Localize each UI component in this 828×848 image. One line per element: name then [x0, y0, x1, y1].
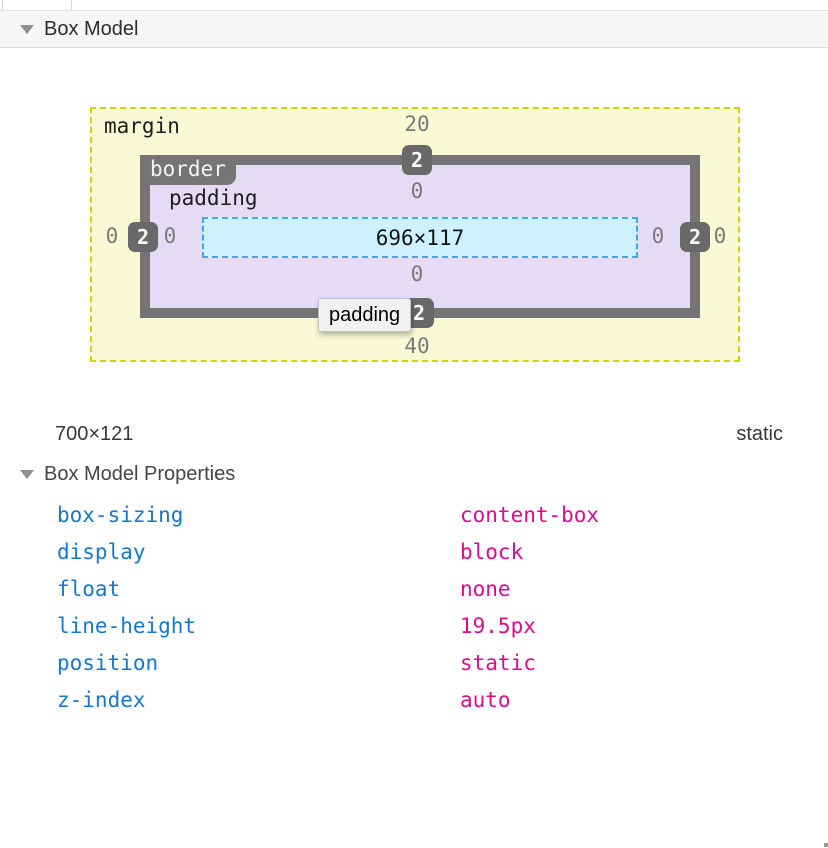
property-row: float none [0, 570, 828, 607]
node-position: static [736, 423, 783, 445]
border-left-badge[interactable]: 2 [128, 222, 158, 252]
padding-top-value[interactable]: 0 [410, 179, 424, 203]
padding-label: padding [169, 186, 258, 210]
divider [71, 0, 72, 10]
property-value: block [460, 539, 524, 564]
property-row: z-index auto [0, 681, 828, 718]
property-value: 19.5px [460, 613, 536, 638]
property-row: box-sizing content-box [0, 496, 828, 533]
properties-section-title: Box Model Properties [44, 463, 236, 485]
property-name: z-index [57, 687, 146, 712]
property-row: position static [0, 644, 828, 681]
padding-left-value[interactable]: 0 [163, 224, 177, 248]
resize-grip[interactable] [824, 843, 828, 847]
disclosure-triangle-icon[interactable] [20, 24, 34, 34]
margin-bottom-value[interactable]: 40 [404, 334, 430, 358]
margin-left-value[interactable]: 0 [105, 224, 119, 248]
property-name: position [57, 650, 159, 675]
property-name: line-height [57, 613, 197, 638]
margin-right-value[interactable]: 0 [713, 224, 727, 248]
property-value: static [460, 650, 536, 675]
section-title: Box Model [44, 17, 139, 40]
property-value: content-box [460, 502, 600, 527]
property-value: auto [460, 687, 511, 712]
divider [2, 0, 3, 10]
content-size: 696×117 [375, 225, 465, 250]
property-value: none [460, 576, 511, 601]
property-name: box-sizing [57, 502, 184, 527]
disclosure-triangle-icon[interactable] [20, 470, 34, 479]
property-name: display [57, 539, 146, 564]
property-row: line-height 19.5px [0, 607, 828, 644]
properties-section-header[interactable]: Box Model Properties [20, 463, 235, 486]
padding-tooltip: padding [318, 298, 412, 332]
padding-right-value[interactable]: 0 [651, 224, 665, 248]
margin-top-value[interactable]: 20 [404, 112, 430, 136]
border-right-badge[interactable]: 2 [680, 222, 710, 252]
padding-bottom-value[interactable]: 0 [410, 262, 424, 286]
border-label: border [140, 155, 236, 185]
border-top-badge[interactable]: 2 [402, 145, 432, 175]
property-name: float [57, 576, 121, 601]
box-model-section-header[interactable]: Box Model [0, 10, 828, 48]
property-row: display block [0, 533, 828, 570]
content-region[interactable]: 696×117 [202, 217, 638, 258]
properties-list: box-sizing content-box display block flo… [0, 496, 828, 718]
node-dimensions: 700×121 [55, 423, 134, 445]
margin-label: margin [104, 114, 180, 138]
toolbar-sliver [0, 0, 828, 10]
